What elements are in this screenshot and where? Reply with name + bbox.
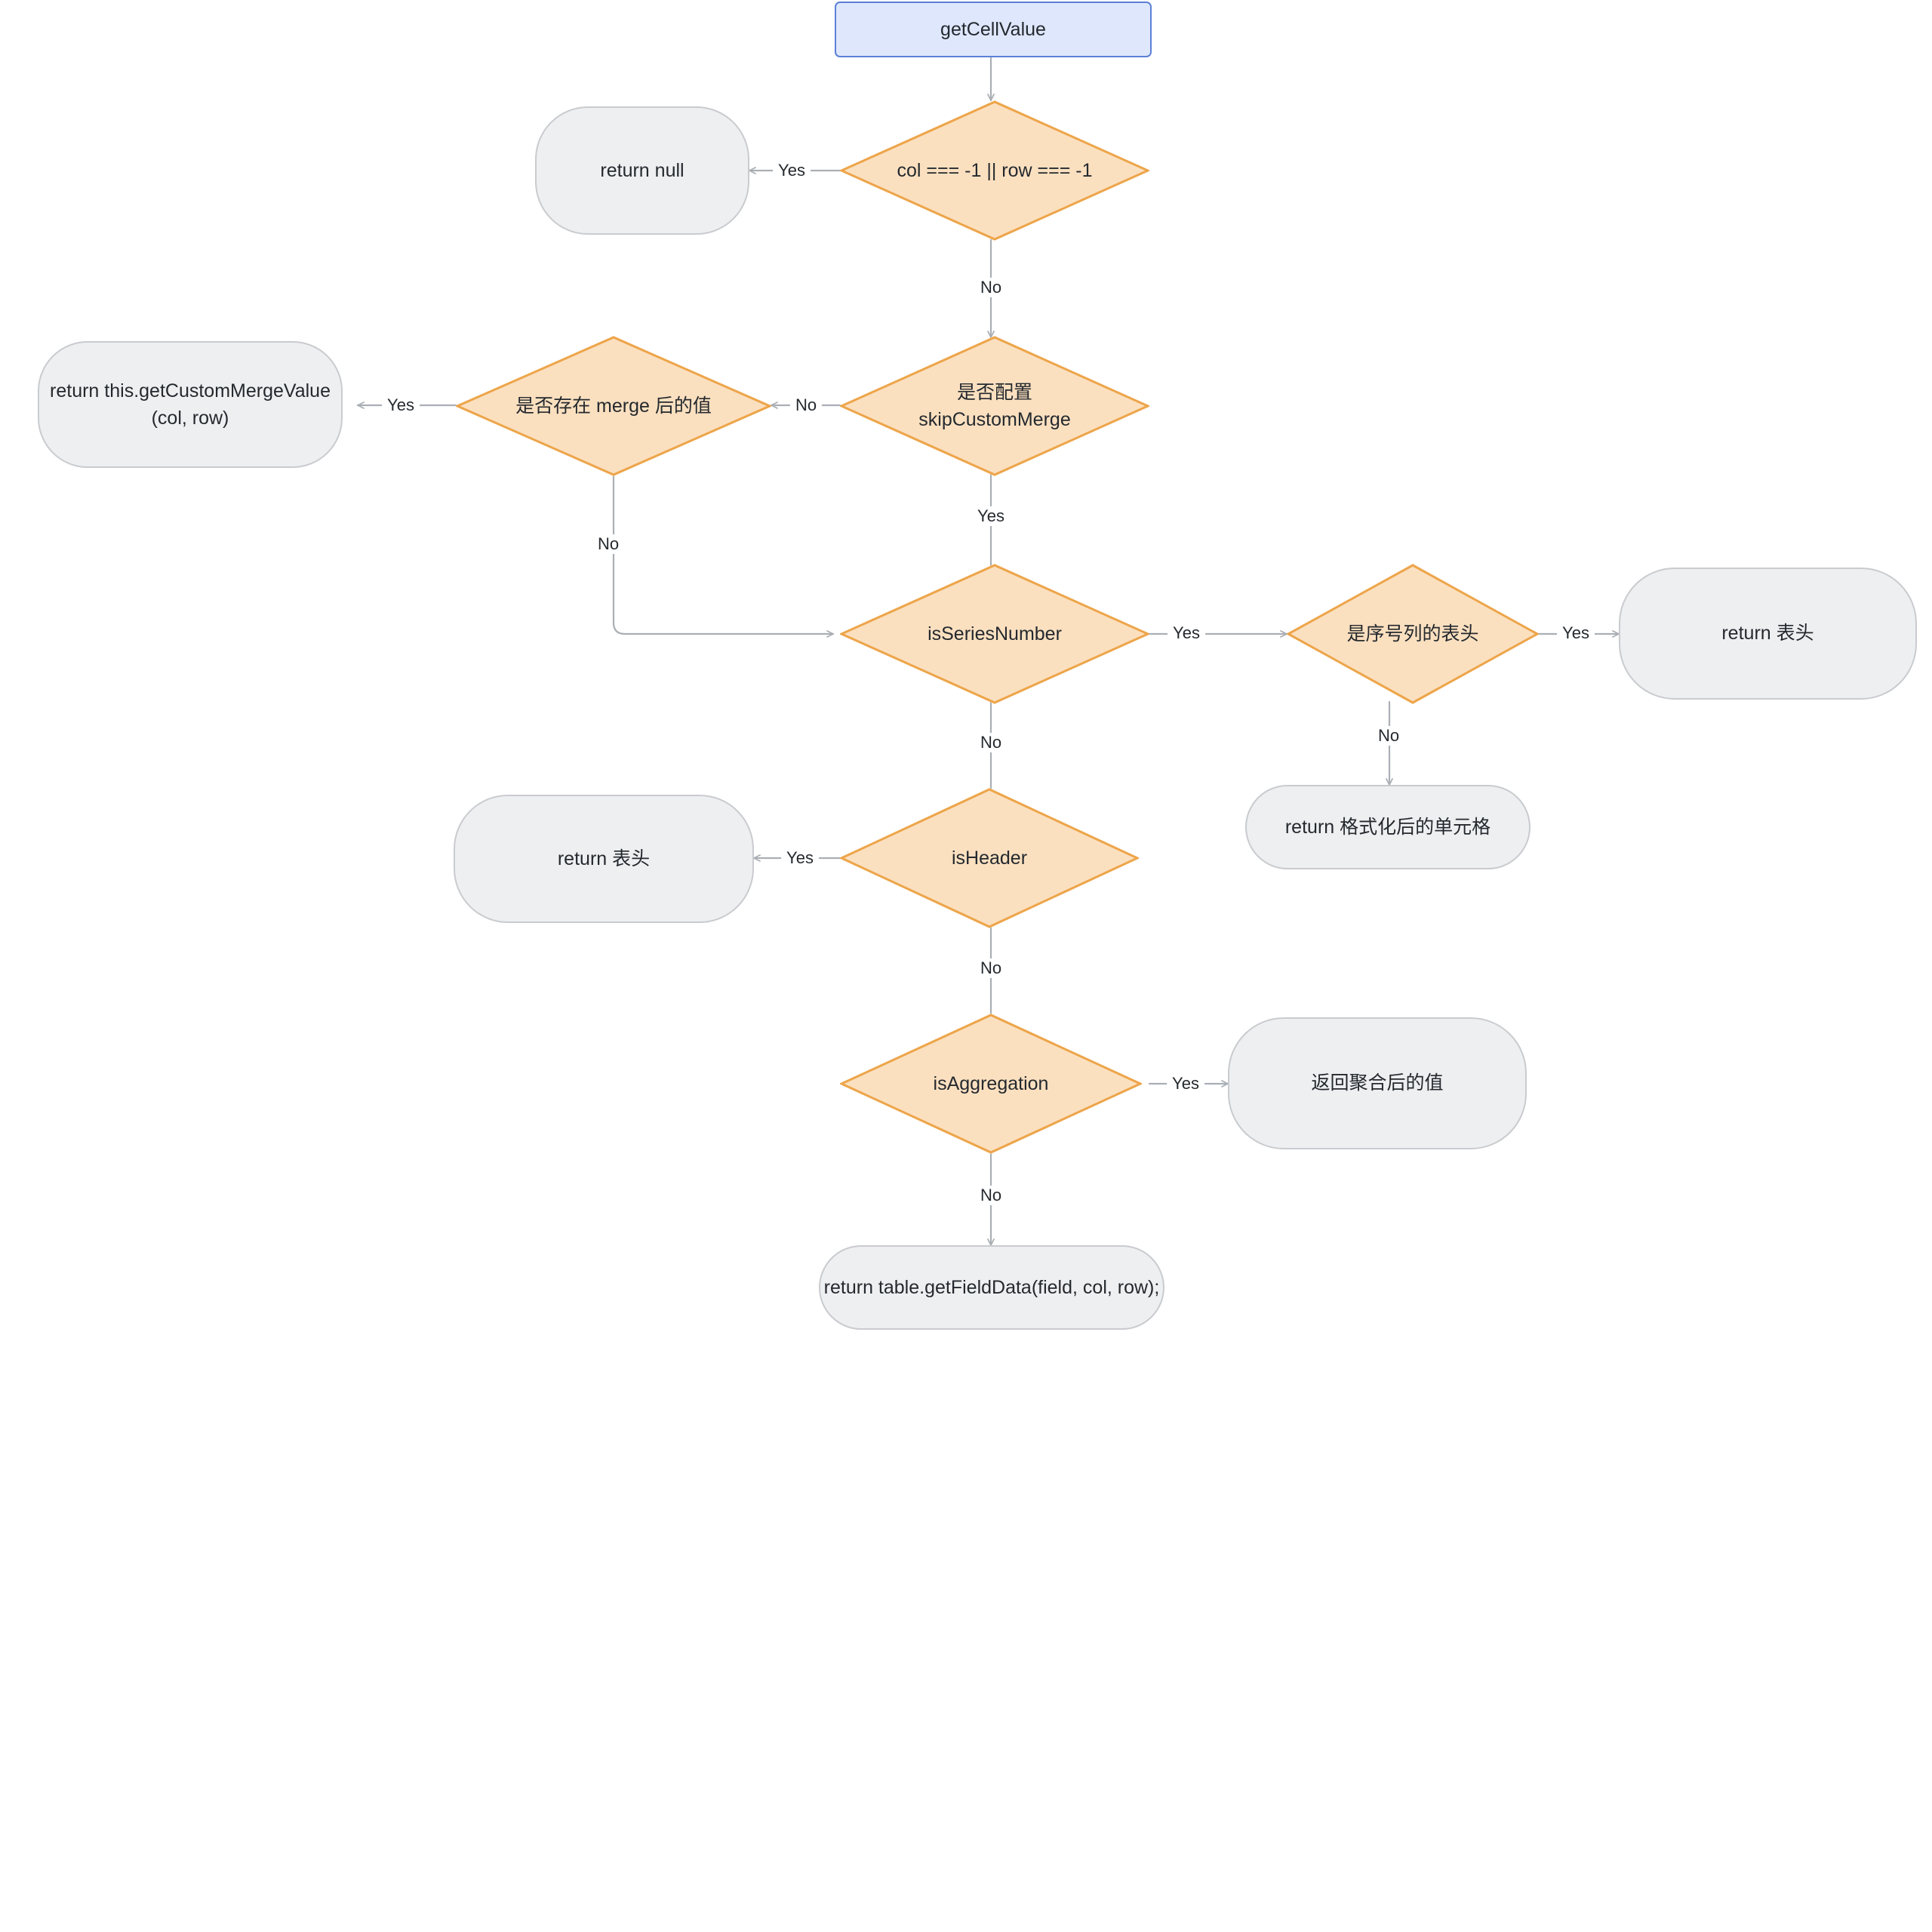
node-label: return 表头 [1721, 623, 1814, 645]
node-label: 返回聚合后的值 [1311, 1072, 1444, 1094]
edge-label-mergeval-yes: Yes [382, 395, 420, 415]
diamond-outline [840, 336, 1149, 476]
node-label: isSeriesNumber [928, 623, 1062, 645]
node-label: return this.getCustomMergeValue (col, ro… [50, 380, 331, 429]
diamond-outline [456, 336, 771, 476]
node-return-header-right[interactable]: return 表头 [1619, 568, 1917, 700]
node-label: return 表头 [557, 848, 651, 869]
node-label: getCellValue [940, 18, 1046, 40]
edge-label-colrow-yes: Yes [773, 161, 811, 180]
node-label: return table.getFieldData(field, col, ro… [823, 1276, 1160, 1298]
edge-label-isagg-yes: Yes [1167, 1074, 1204, 1094]
node-label: 是否配置 skipCustomMerge [918, 381, 1071, 430]
node-label: 是序号列的表头 [1346, 623, 1479, 645]
edge-label-serieshead-no: No [1372, 726, 1405, 746]
node-start-getcellvalue[interactable]: getCellValue [835, 2, 1152, 57]
node-return-header-left[interactable]: return 表头 [454, 795, 754, 923]
edge-label-series-yes: Yes [1168, 623, 1205, 643]
node-return-field-data[interactable]: return table.getFieldData(field, col, ro… [819, 1245, 1164, 1330]
diamond-outline [840, 100, 1149, 241]
node-label: isAggregation [933, 1072, 1049, 1094]
node-label: return 格式化后的单元格 [1284, 816, 1491, 838]
edge-label-skipmerge-yes: Yes [972, 506, 1010, 526]
node-label: isHeader [951, 847, 1028, 869]
node-return-formatted-cell[interactable]: return 格式化后的单元格 [1245, 785, 1531, 869]
edge-label-isheader-no: No [974, 958, 1008, 978]
node-label: 是否存在 merge 后的值 [515, 395, 712, 417]
edge-label-isagg-no: No [974, 1186, 1008, 1205]
diamond-outline [840, 788, 1139, 928]
diamond-outline [840, 564, 1149, 704]
node-return-null[interactable]: return null [535, 106, 749, 235]
node-decision-col-row[interactable]: col === -1 || row === -1 [840, 100, 1149, 241]
edge-label-isheader-yes: Yes [781, 848, 819, 868]
edge-label-skipmerge-no: No [789, 395, 823, 415]
node-decision-has-merge-value[interactable]: 是否存在 merge 后的值 [456, 336, 771, 476]
diamond-outline [840, 1014, 1142, 1154]
node-decision-is-aggregation[interactable]: isAggregation [840, 1014, 1142, 1154]
node-decision-is-series-number[interactable]: isSeriesNumber [840, 564, 1149, 704]
node-label: col === -1 || row === -1 [897, 159, 1093, 181]
node-decision-is-series-header[interactable]: 是序号列的表头 [1287, 564, 1539, 704]
edge-label-colrow-no: No [974, 278, 1008, 297]
node-decision-is-header[interactable]: isHeader [840, 788, 1139, 928]
edge-mergeval-no [612, 472, 835, 638]
edge-label-mergeval-no: No [592, 534, 625, 554]
edge-label-series-no: No [974, 733, 1008, 752]
diamond-outline [1287, 564, 1539, 704]
node-decision-skip-custom-merge[interactable]: 是否配置 skipCustomMerge [840, 336, 1149, 476]
node-return-aggregated-value[interactable]: 返回聚合后的值 [1228, 1017, 1527, 1149]
node-return-custom-merge-value[interactable]: return this.getCustomMergeValue (col, ro… [38, 341, 343, 468]
node-label: return null [600, 159, 685, 181]
edge-label-serieshead-yes: Yes [1557, 623, 1595, 643]
